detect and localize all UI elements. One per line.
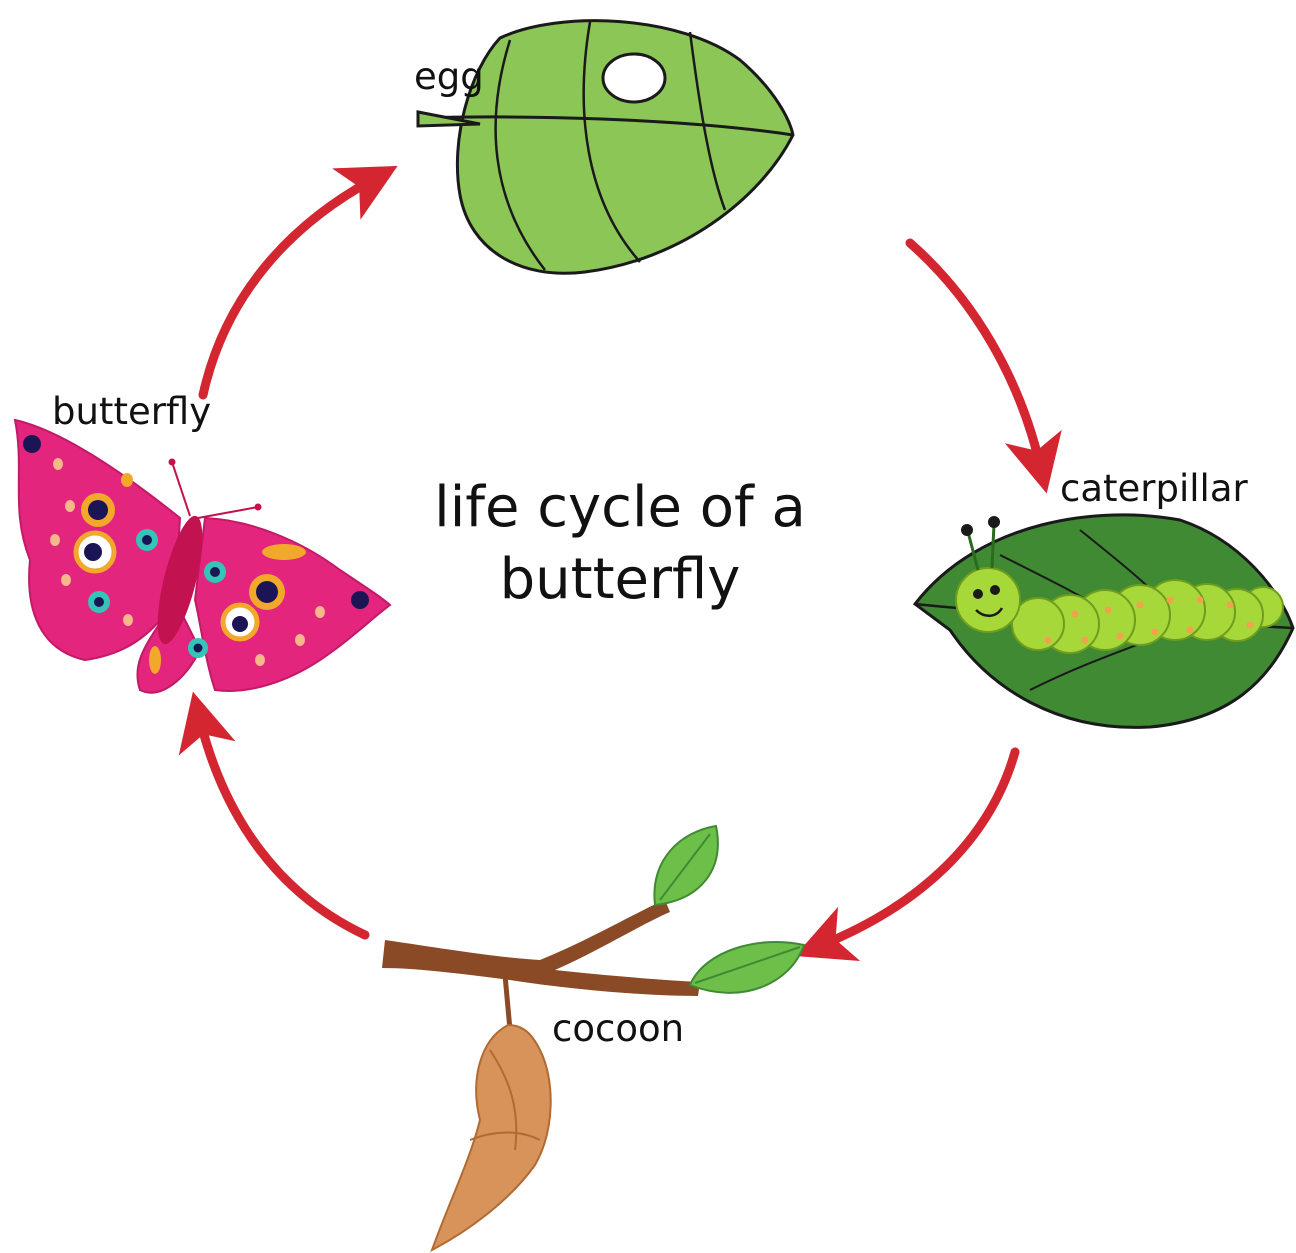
stage-label-caterpillar: caterpillar: [1060, 470, 1248, 507]
stage-label-butterfly: butterfly: [52, 393, 211, 430]
stage-label-egg: egg: [414, 58, 484, 95]
arrow-caterpillar-to-cocoon-icon: [822, 752, 1015, 945]
arrow-butterfly-to-egg-icon: [203, 180, 372, 395]
butterfly-icon: [15, 420, 390, 693]
title-line-2: butterfly: [380, 544, 860, 616]
arrow-cocoon-to-butterfly-icon: [200, 720, 365, 935]
arrow-egg-to-caterpillar-icon: [910, 243, 1040, 465]
stage-label-cocoon: cocoon: [552, 1010, 684, 1047]
title-line-1: life cycle of a: [380, 472, 860, 544]
caterpillar-on-leaf-icon: [915, 515, 1293, 728]
diagram-title: life cycle of a butterfly: [380, 472, 860, 616]
